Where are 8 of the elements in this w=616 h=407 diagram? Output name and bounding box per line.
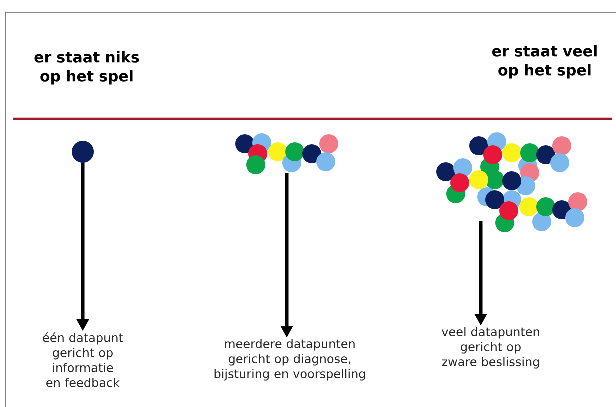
caption-text: één datapunt gericht op informatie en feedback [43, 332, 124, 388]
heading: er staat veel op het spel [492, 45, 597, 79]
dot [72, 141, 94, 163]
heading: er staat niks op het spel [34, 51, 140, 85]
caption-text: veel datapunten gericht op zware beslissing [442, 327, 540, 369]
caption-text: meerdere datapunten gericht op diagnose, bijsturing en voorspelling [214, 339, 366, 381]
dot-cluster-drawing [236, 134, 338, 174]
dot-cluster-drawing [436, 132, 588, 232]
